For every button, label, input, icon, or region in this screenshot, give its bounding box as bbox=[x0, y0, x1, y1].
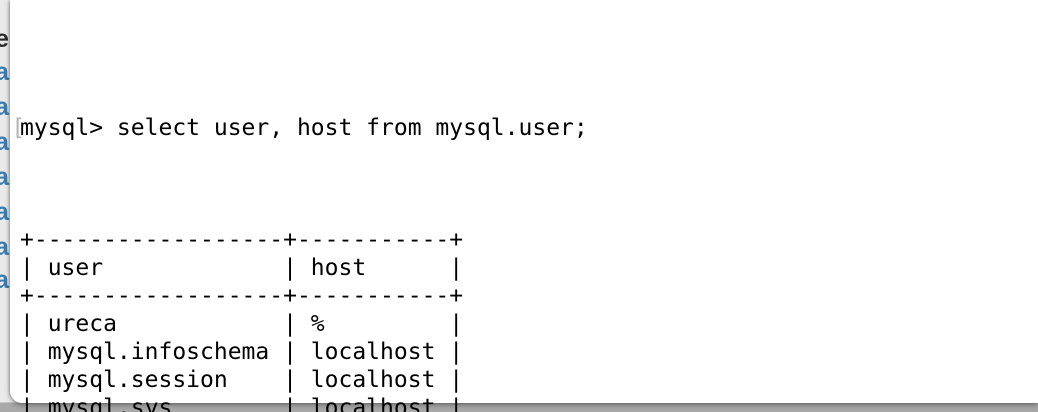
background-text-fragment: a bbox=[0, 198, 9, 226]
table-line: | user | host | bbox=[20, 255, 464, 281]
command-text: mysql> select user, host from mysql.user… bbox=[20, 115, 588, 141]
background-text-fragment: e bbox=[0, 25, 9, 53]
table-line: +------------------+-----------+ bbox=[20, 227, 464, 253]
background-text-fragment: a bbox=[0, 128, 9, 156]
background-text-fragment: a bbox=[0, 163, 9, 191]
background-text-fragment: a bbox=[0, 266, 9, 294]
background-text-fragment: a bbox=[0, 58, 9, 86]
terminal-output: [mysql> select user, host from mysql.use… bbox=[11, 30, 1038, 412]
background-text-fragment: a bbox=[0, 93, 9, 121]
command-line: [mysql> select user, host from mysql.use… bbox=[11, 114, 1038, 142]
terminal-window[interactable]: [mysql> select user, host from mysql.use… bbox=[10, 0, 1038, 412]
background-text-fragment: a bbox=[0, 233, 9, 261]
table-line: +------------------+-----------+ bbox=[20, 283, 464, 309]
result-table: +------------------+-----------+| user |… bbox=[20, 226, 1038, 412]
prompt-mark: [ bbox=[11, 115, 26, 141]
table-line: | ureca | % | bbox=[20, 311, 464, 337]
table-line: | mysql.session | localhost | bbox=[20, 367, 464, 393]
table-line: | mysql.sys | localhost | bbox=[20, 395, 464, 412]
table-line: | mysql.infoschema | localhost | bbox=[20, 339, 464, 365]
